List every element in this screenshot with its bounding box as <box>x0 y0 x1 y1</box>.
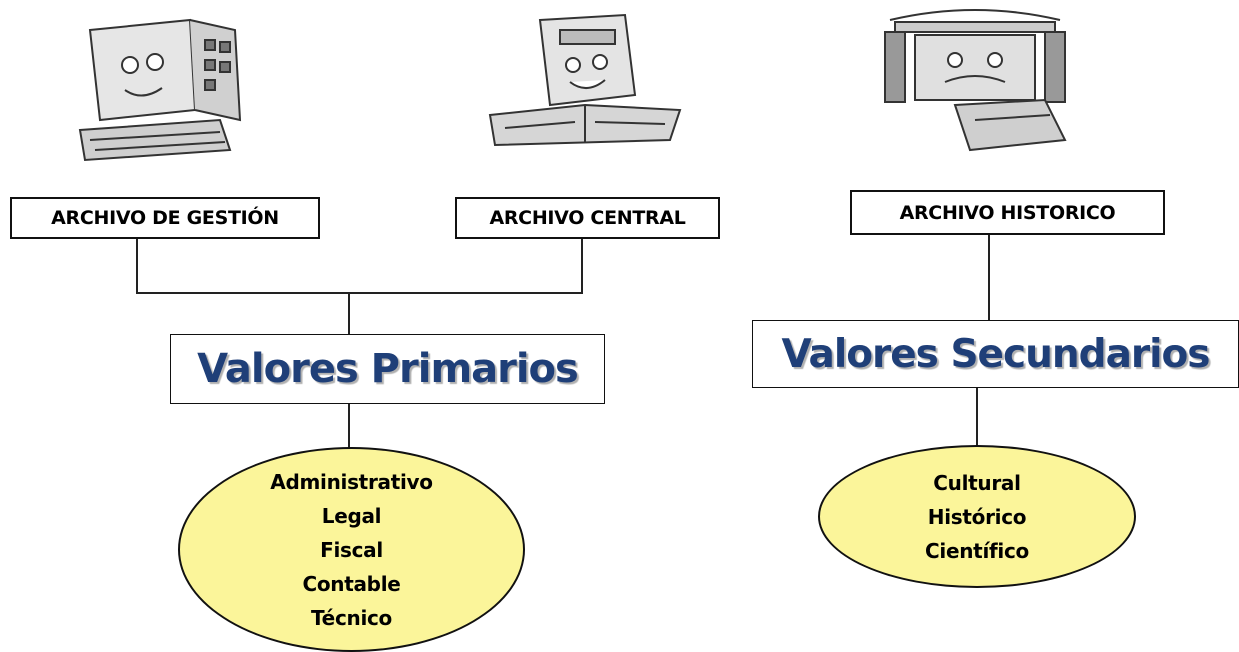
archivo-gestion-illustration <box>78 18 242 162</box>
connector-to-primarios <box>348 292 350 335</box>
valores-primarios-box: Valores Primarios <box>170 334 605 404</box>
archivo-historico-box: ARCHIVO HISTORICO <box>850 190 1165 235</box>
primary-item: Técnico <box>311 605 392 630</box>
valores-secundarios-ellipse: Cultural Histórico Científico <box>818 445 1136 588</box>
secondary-item: Científico <box>925 538 1029 563</box>
primary-item: Contable <box>302 571 401 596</box>
secondary-item: Histórico <box>927 504 1027 529</box>
valores-secundarios-title: Valores Secundarios <box>781 331 1210 377</box>
connector-gestion-down <box>136 239 138 293</box>
connector-central-down <box>581 239 583 293</box>
secondary-item: Cultural <box>933 470 1021 495</box>
primary-item: Administrativo <box>270 469 433 494</box>
archivo-gestion-label: ARCHIVO DE GESTIÓN <box>51 207 279 229</box>
archivo-gestion-box: ARCHIVO DE GESTIÓN <box>10 197 320 239</box>
valores-secundarios-box: Valores Secundarios <box>752 320 1239 388</box>
connector-horizontal <box>136 292 583 294</box>
archivo-central-box: ARCHIVO CENTRAL <box>455 197 720 239</box>
archivo-historico-illustration <box>884 9 1067 152</box>
valores-primarios-ellipse: Administrativo Legal Fiscal Contable Téc… <box>178 447 525 652</box>
connector-primarios-to-ellipse <box>348 403 350 448</box>
primary-item: Legal <box>321 503 382 528</box>
primary-item: Fiscal <box>320 537 383 562</box>
connector-historico-down <box>988 235 990 320</box>
archivo-central-label: ARCHIVO CENTRAL <box>489 207 686 229</box>
archivo-central-illustration <box>488 13 682 147</box>
connector-secundarios-to-ellipse <box>976 388 978 446</box>
valores-primarios-title: Valores Primarios <box>197 346 579 392</box>
archivo-historico-label: ARCHIVO HISTORICO <box>899 201 1116 224</box>
